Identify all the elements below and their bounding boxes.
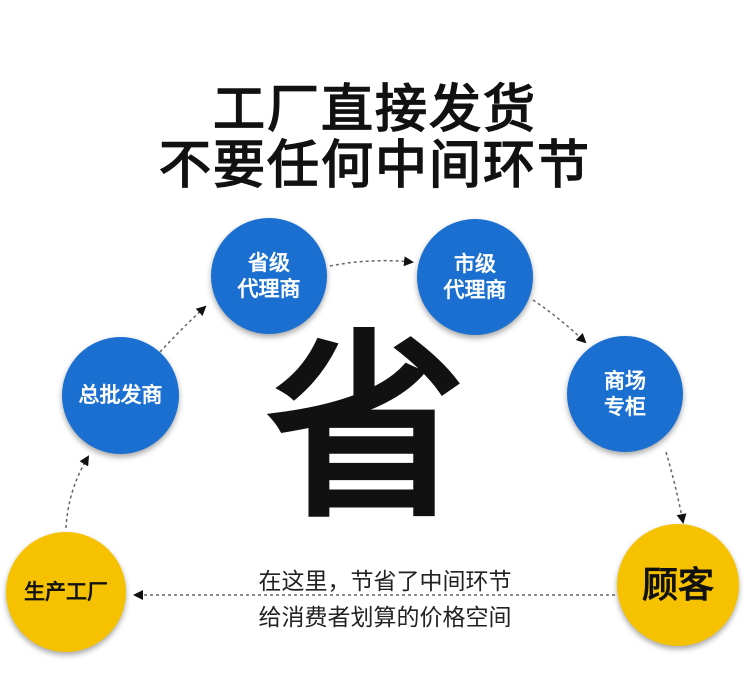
node-mall: 商场 专柜 bbox=[567, 336, 683, 452]
arrow-wholesaler-to-provincial bbox=[159, 305, 207, 353]
node-mall-label-2: 专柜 bbox=[604, 395, 646, 419]
arrow-city-to-mall bbox=[532, 299, 587, 344]
node-customer-label: 顾客 bbox=[641, 564, 714, 606]
headline-line1: 工厂直接发货 bbox=[212, 80, 537, 140]
node-provincial-label-1: 省级 bbox=[248, 250, 290, 275]
node-factory: 生产工厂 bbox=[6, 532, 126, 652]
node-wholesaler-label: 总批发商 bbox=[78, 383, 163, 408]
node-mall-label-1: 商场 bbox=[604, 368, 646, 393]
node-provincial: 省级 代理商 bbox=[211, 218, 327, 334]
node-city-label-2: 代理商 bbox=[443, 278, 507, 302]
node-factory-label: 生产工厂 bbox=[24, 579, 108, 604]
arrow-factory-to-wholesaler bbox=[65, 455, 90, 529]
node-customer: 顾客 bbox=[617, 524, 739, 646]
node-city: 市级 代理商 bbox=[417, 219, 533, 335]
arrow-mall-to-customer bbox=[665, 451, 687, 524]
node-provincial-label-2: 代理商 bbox=[237, 277, 301, 301]
center-character: 省 bbox=[266, 313, 467, 546]
note-line2: 给消费者划算的价格空间 bbox=[258, 605, 512, 631]
headline-line2: 不要任何中间环节 bbox=[158, 136, 591, 196]
arrow-provincial-to-city bbox=[329, 256, 414, 267]
note-line1: 在这里，节省了中间环节 bbox=[258, 569, 512, 595]
node-wholesaler: 总批发商 bbox=[62, 337, 179, 454]
node-city-label-1: 市级 bbox=[454, 251, 496, 276]
